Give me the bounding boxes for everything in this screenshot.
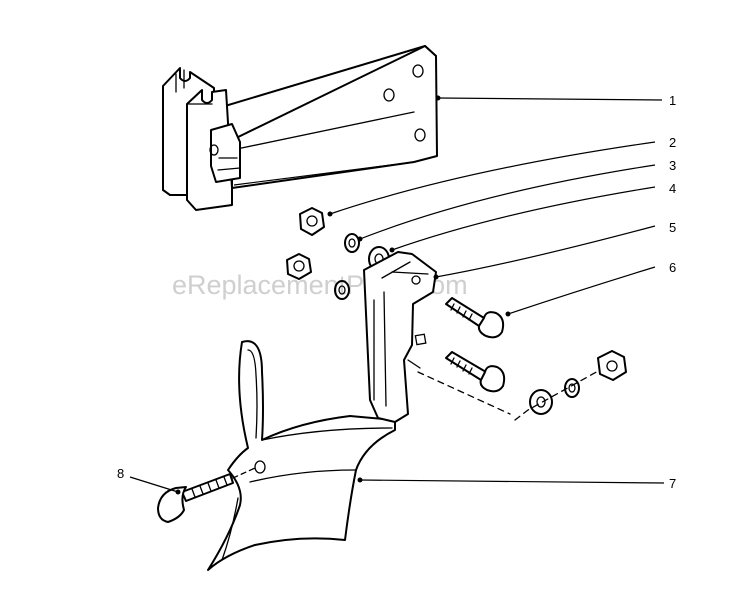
part-2-nut[interactable] <box>299 207 325 236</box>
part-2-nut-lower[interactable] <box>286 253 312 280</box>
part-8-carriage-bolt[interactable] <box>157 467 256 523</box>
callout-2: 2 <box>669 135 676 150</box>
leader-dots <box>175 95 511 495</box>
callout-7: 7 <box>669 476 676 491</box>
part-3-lock-washer[interactable] <box>344 233 360 253</box>
part-3-lock-washer-lower[interactable] <box>334 280 350 300</box>
lower-lock-washer[interactable] <box>564 378 580 398</box>
callout-3: 3 <box>669 158 676 173</box>
lower-nut[interactable] <box>597 350 627 381</box>
callout-6: 6 <box>669 260 676 275</box>
part-1-bracket[interactable] <box>162 45 438 211</box>
part-7-guard[interactable] <box>207 340 396 571</box>
part-6-carriage-bolt-lower[interactable] <box>445 351 506 393</box>
lower-flat-washer[interactable] <box>529 389 553 415</box>
part-6-carriage-bolt[interactable] <box>445 297 505 339</box>
callout-1: 1 <box>669 93 676 108</box>
callout-8: 8 <box>117 466 124 481</box>
callout-4: 4 <box>669 181 676 196</box>
assembly-line <box>417 369 601 421</box>
leader-lines <box>129 97 665 493</box>
part-5-guard-bracket[interactable] <box>363 251 437 423</box>
callout-5: 5 <box>669 220 676 235</box>
